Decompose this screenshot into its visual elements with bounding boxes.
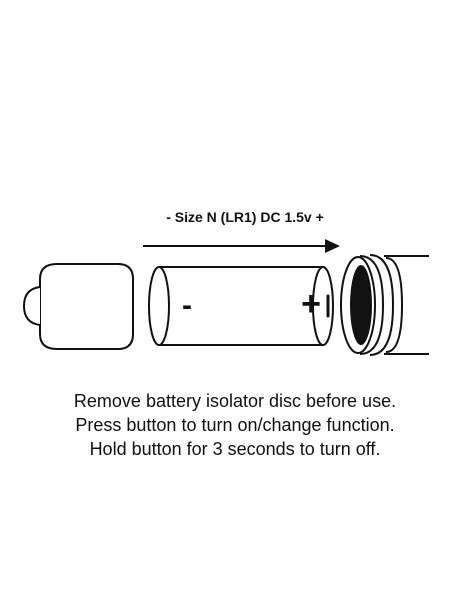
battery: - +: [148, 266, 334, 346]
battery-size-label: - Size N (LR1) DC 1.5v +: [166, 209, 324, 225]
battery-negative-sign: -: [182, 289, 192, 322]
end-cap: [22, 263, 134, 350]
instruction-line: Hold button for 3 seconds to turn off.: [89, 439, 381, 459]
instructions: Remove battery isolator disc before use.…: [0, 389, 470, 461]
end-cap-button: [22, 286, 41, 326]
instruction-line: Remove battery isolator disc before use.: [73, 391, 397, 411]
device-body: [340, 254, 429, 356]
instruction-line: Press button to turn on/change function.: [75, 415, 395, 435]
battery-positive-sign: +: [301, 285, 321, 323]
insertion-direction-arrow: [143, 239, 340, 253]
